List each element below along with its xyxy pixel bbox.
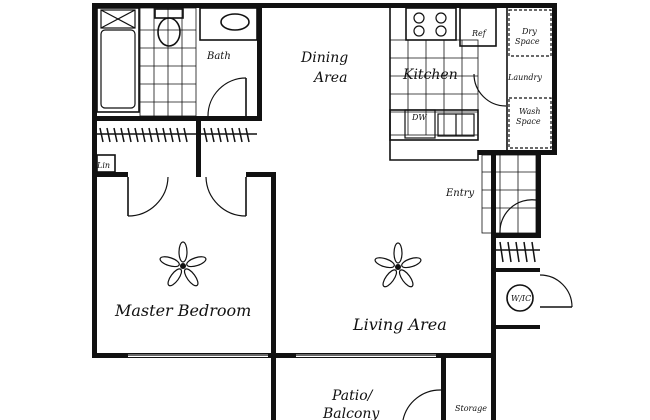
entry-label: Entry	[445, 188, 475, 199]
kitchen-tile-grid	[389, 39, 479, 136]
patio-label-line2: Balcony	[322, 406, 380, 420]
kitchen-sink-icon	[437, 113, 475, 137]
bedroom-doors	[127, 176, 247, 217]
bath-door	[207, 77, 247, 117]
patio-slider	[128, 354, 436, 357]
ceiling-fan-icon	[159, 241, 207, 287]
living-area-label: Living Area	[352, 315, 447, 334]
wash-label-line1: Wash	[519, 107, 541, 116]
laundry-label: Laundry	[507, 73, 542, 82]
dishwasher-label: DW	[411, 113, 427, 122]
sink-icon	[199, 7, 258, 41]
water-heater-icon	[506, 284, 534, 312]
ceiling-fan-icon	[374, 242, 422, 288]
dining-label-line2: Area	[312, 70, 347, 86]
refrigerator-icon	[459, 7, 497, 47]
wash-label-line2: Space	[516, 117, 541, 126]
master-bedroom-label: Master Bedroom	[114, 301, 251, 320]
dining-label-line1: Dining	[300, 50, 348, 66]
patio-label-line1: Patio/	[331, 388, 374, 404]
kitchen	[389, 7, 552, 161]
linen-label: Lin	[96, 161, 110, 170]
water-heater-label: W/IC	[511, 294, 531, 303]
storage-label: Storage	[455, 404, 487, 413]
stove-icon	[405, 7, 457, 41]
entry-tile	[481, 154, 573, 312]
master-closet	[96, 127, 257, 217]
bath-tile-grid	[139, 7, 197, 117]
dry-label-line1: Dry	[521, 27, 537, 36]
bath-fixtures	[96, 7, 258, 117]
ref-label: Ref	[471, 29, 488, 38]
storage-door	[402, 389, 442, 420]
closet-hangers	[99, 127, 188, 143]
dry-label-line2: Space	[515, 37, 540, 46]
toilet-icon	[154, 8, 184, 47]
kitchen-label: Kitchen	[402, 67, 458, 83]
bath-label: Bath	[206, 51, 231, 62]
